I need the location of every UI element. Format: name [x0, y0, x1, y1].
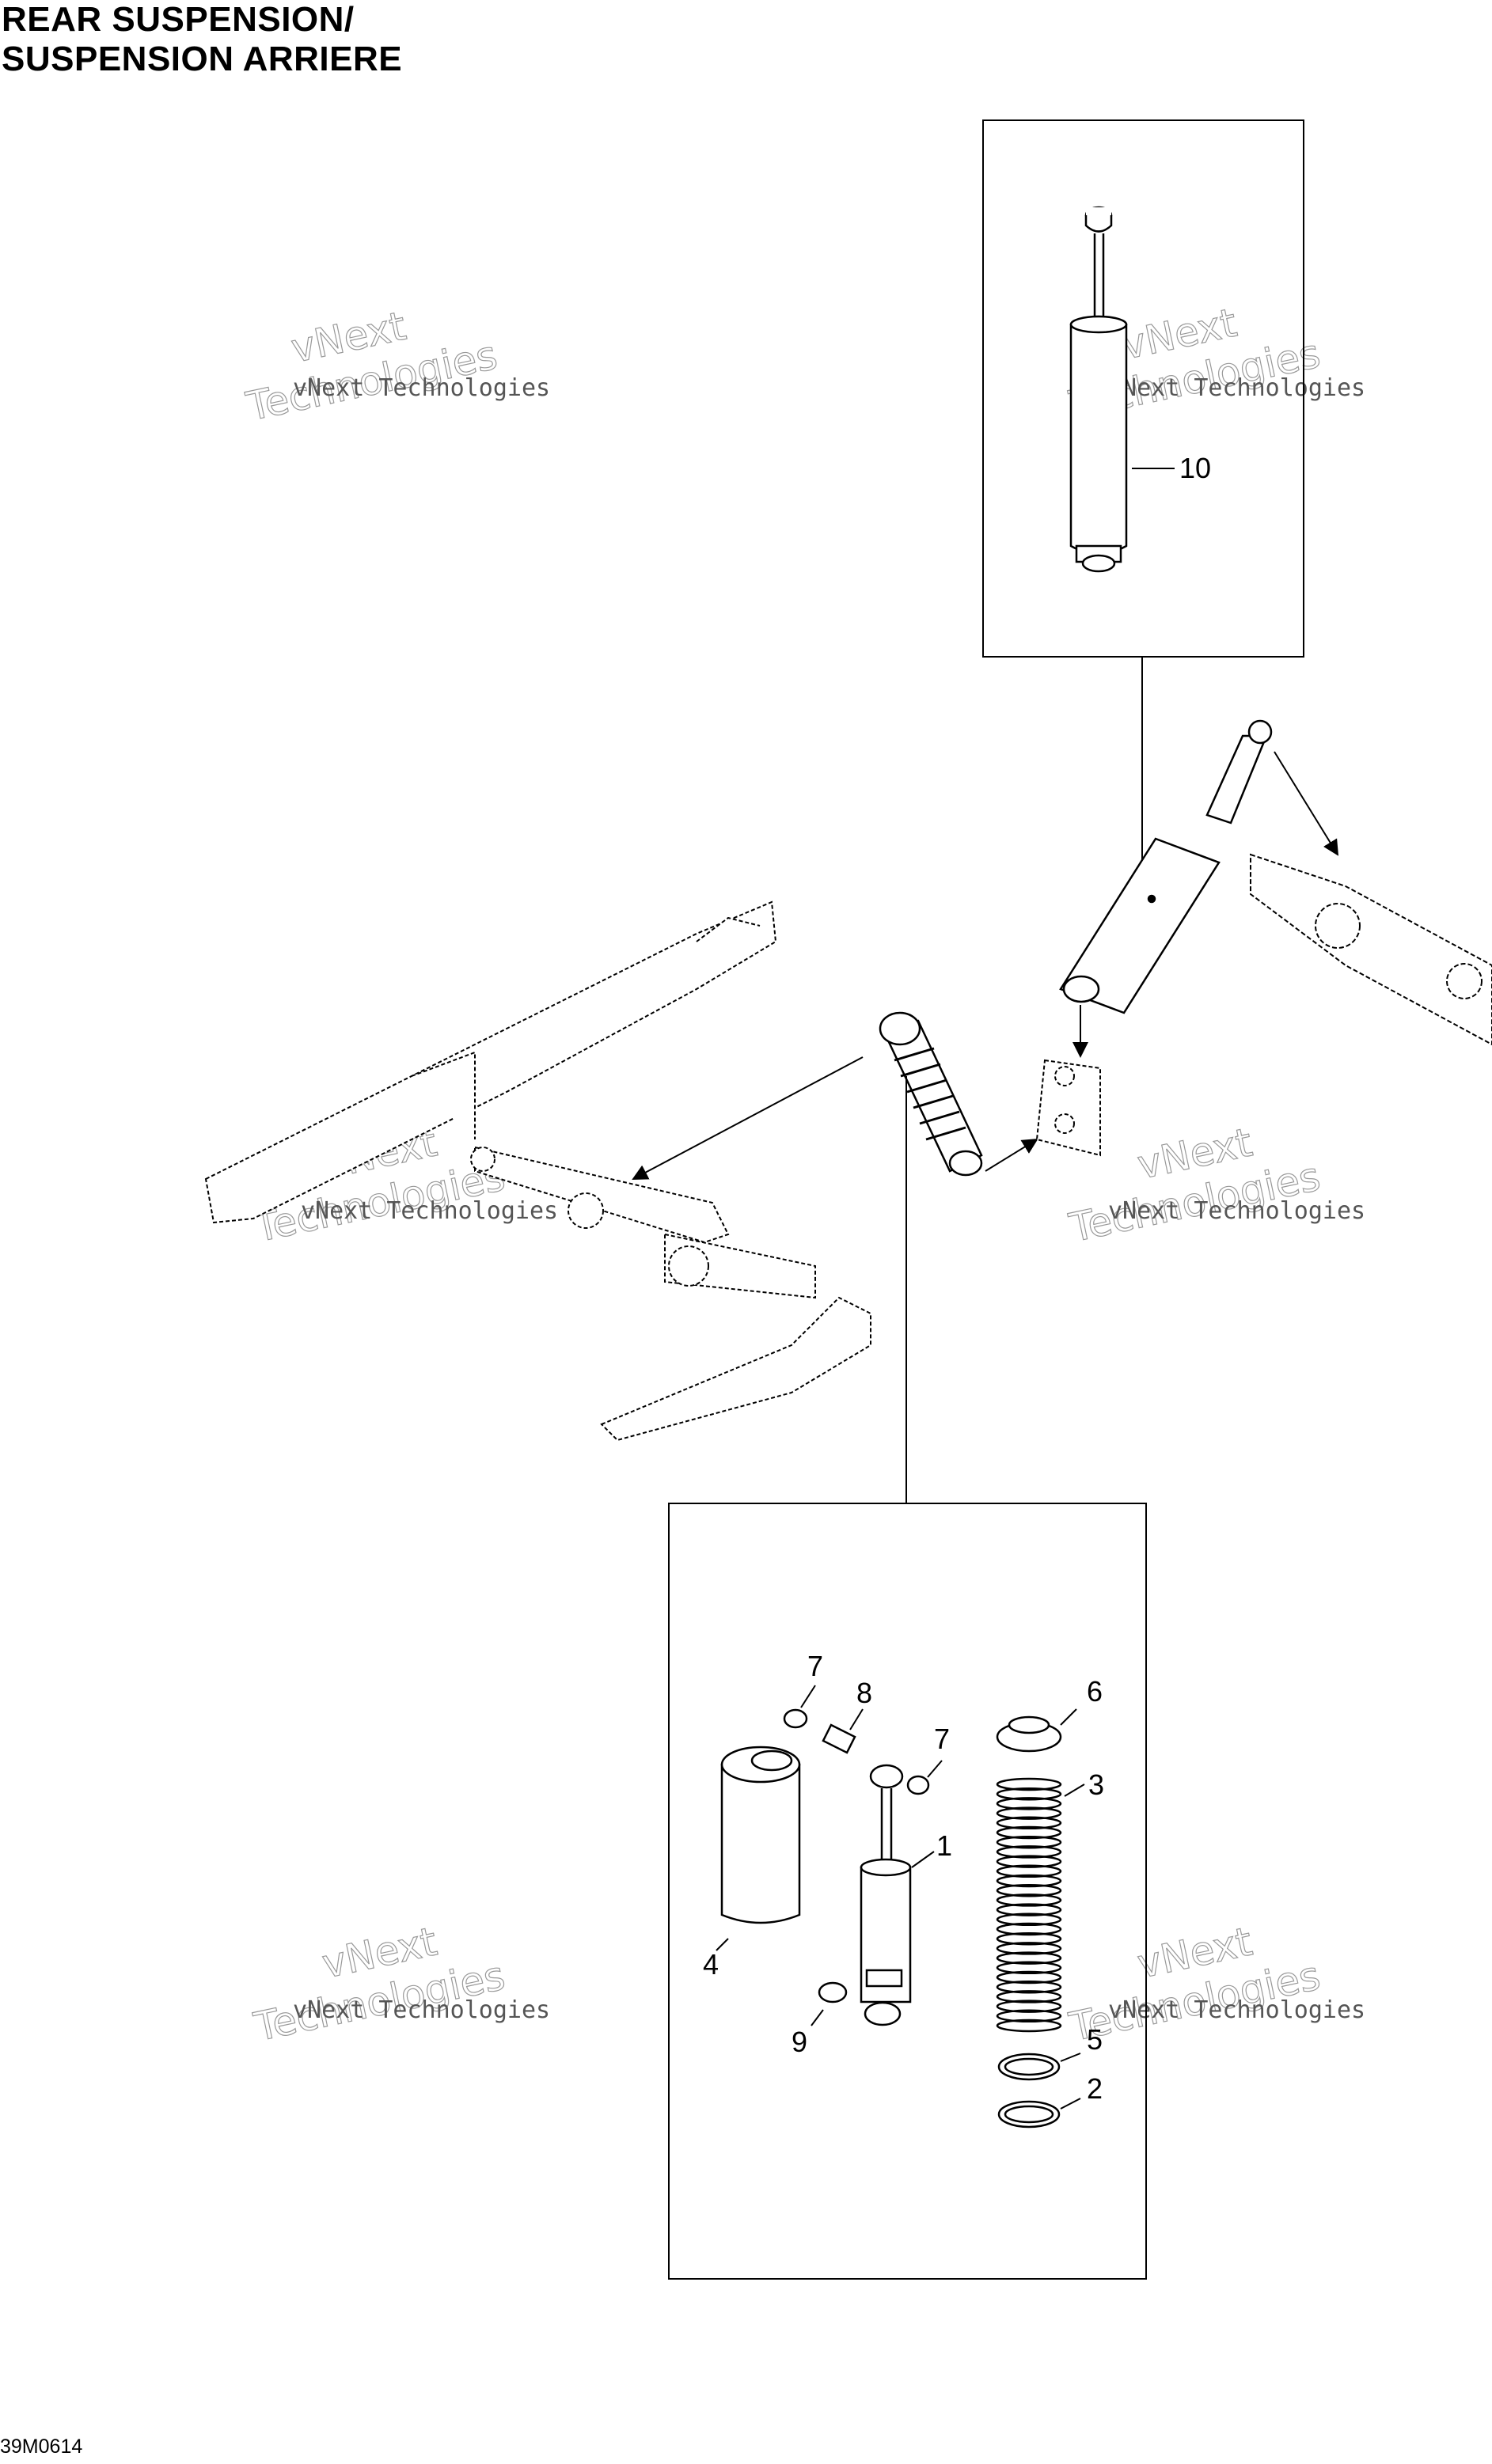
- detail-box-shock-10: [982, 119, 1304, 658]
- spring-coil: [996, 1903, 1062, 1916]
- spring-coil: [996, 2009, 1062, 2023]
- svg-text:vNext Technologies: vNext Technologies: [1108, 1996, 1365, 2024]
- spring-coil: [996, 1990, 1062, 2003]
- callout-5: 5: [1087, 2023, 1103, 2056]
- watermark-middle-right: vNext Technologies vNext Technologies: [1065, 1119, 1365, 1252]
- part-5-ring: [997, 2053, 1061, 2081]
- detail-box-shock-kit: [668, 1503, 1147, 2280]
- callout-7-upper-left: 7: [807, 1650, 823, 1682]
- callout-leader-1: [911, 1851, 935, 1868]
- callout-4: 4: [703, 1948, 719, 1981]
- callout-leader-5: [1060, 2053, 1081, 2062]
- part-4-protector-boot: [720, 1746, 801, 1924]
- callout-leader-6: [1060, 1708, 1077, 1726]
- spring-coil: [996, 1951, 1062, 1965]
- callout-7-right: 7: [934, 1723, 950, 1755]
- callout-leader-9: [811, 2009, 824, 2026]
- part-7-bushing-upper-left: [783, 1708, 808, 1729]
- spring-coil: [996, 1980, 1062, 1994]
- spring-coil: [996, 2000, 1062, 2013]
- front-arm: [1250, 853, 1492, 1046]
- right-slide-rail: [600, 1296, 871, 1442]
- spring-coil: [996, 1874, 1062, 1888]
- svg-text:vNext Technologies: vNext Technologies: [301, 1197, 558, 1225]
- part-6-spring-seat: [996, 1715, 1062, 1753]
- spring-coil: [996, 1845, 1062, 1859]
- arrow-shock-to-rear-arm: [632, 1056, 864, 1180]
- watermark-bottom-left: vNext Technologies vNext Technologies: [249, 1918, 550, 2051]
- part-3-coil-spring: [996, 1777, 1062, 2033]
- spring-coil: [996, 1912, 1062, 1927]
- watermark-top-left: vNext Technologies vNext Technologies: [241, 302, 550, 430]
- spring-coil: [996, 1825, 1062, 1840]
- title-line-french: SUSPENSION ARRIERE: [2, 40, 403, 78]
- spring-coil: [996, 1893, 1062, 1907]
- callout-leader-8: [849, 1708, 864, 1730]
- callout-10: 10: [1179, 452, 1211, 484]
- spring-coil: [996, 1931, 1062, 1946]
- callout-9: 9: [792, 2026, 807, 2058]
- svg-text:vNext Technologies: vNext Technologies: [1108, 374, 1365, 402]
- spring-coil: [996, 1922, 1062, 1936]
- part-8-sleeve: [822, 1723, 856, 1754]
- callout-leader-3: [1064, 1784, 1085, 1797]
- left-slide-rail: [204, 900, 777, 1224]
- title-line-english: REAR SUSPENSION/: [2, 0, 355, 39]
- callout-6: 6: [1087, 1675, 1103, 1708]
- spring-coil: [996, 1797, 1062, 1810]
- spring-coil: [996, 1816, 1062, 1830]
- link-bracket: [1035, 1059, 1101, 1157]
- watermark-bottom-right: vNext Technologies vNext Technologies: [1065, 1918, 1365, 2051]
- spring-coil: [996, 1787, 1062, 1801]
- callout-2: 2: [1087, 2072, 1103, 2105]
- spring-coil: [996, 1835, 1062, 1849]
- callout-leader-4: [716, 1938, 729, 1951]
- callout-leader-7b: [927, 1760, 943, 1778]
- arrow-shock-to-link: [985, 1138, 1038, 1172]
- svg-text:vNext Technologies: vNext Technologies: [293, 374, 550, 402]
- callout-3: 3: [1088, 1768, 1104, 1801]
- callout-leader-7a: [800, 1685, 816, 1708]
- part-7-bushing-right: [906, 1775, 930, 1795]
- spring-coil: [996, 1970, 1062, 1984]
- part-9-bushing-lower: [818, 1981, 848, 2003]
- spring-coil: [996, 1883, 1062, 1897]
- part-1-shock-body: [860, 1764, 912, 2026]
- part-10-shock-absorber: [1069, 206, 1128, 573]
- spring-coil: [996, 1855, 1062, 1868]
- callout-8: 8: [856, 1677, 872, 1709]
- spring-coil: [996, 1864, 1062, 1878]
- callout-leader-2: [1060, 2098, 1081, 2110]
- rear-arm-assembly: [470, 1146, 816, 1299]
- spring-coil: [996, 1942, 1062, 1955]
- spring-coil: [996, 1777, 1062, 1791]
- spring-coil: [996, 1961, 1062, 1975]
- assembled-front-shock: [1059, 719, 1273, 1014]
- callout-1: 1: [936, 1829, 952, 1862]
- spring-coil: [996, 2019, 1062, 2033]
- svg-text:vNext Technologies: vNext Technologies: [1108, 1197, 1365, 1225]
- part-2-ring: [997, 2100, 1061, 2129]
- assembled-rear-shock-with-spring: [879, 1011, 983, 1177]
- arrow-shock-to-arm: [1274, 751, 1339, 856]
- spring-coil: [996, 1806, 1062, 1820]
- figure-code: 39M0614: [0, 2436, 83, 2458]
- page-title: REAR SUSPENSION/ SUSPENSION ARRIERE: [2, 0, 402, 79]
- svg-text:vNext Technologies: vNext Technologies: [293, 1996, 550, 2024]
